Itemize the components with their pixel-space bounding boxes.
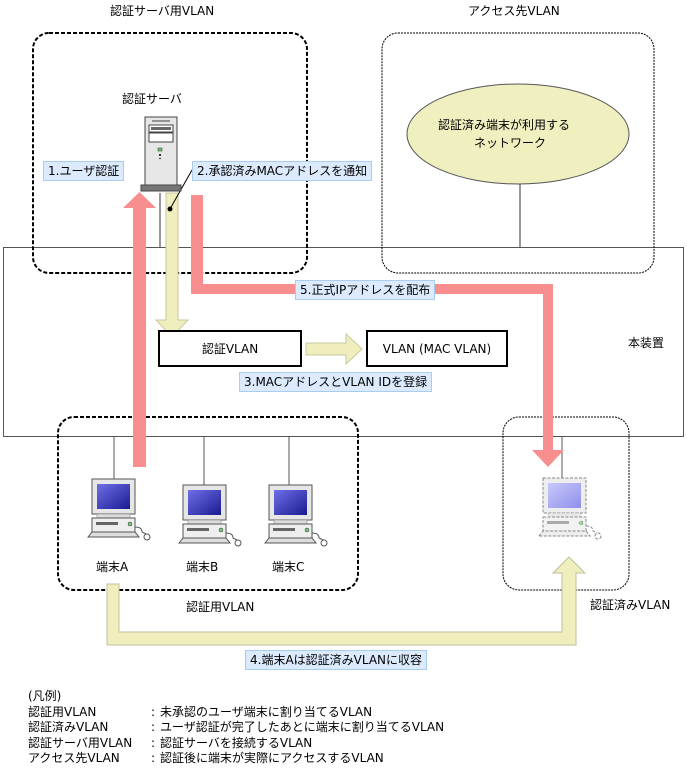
legend-desc: 未承認のユーザ端末に割り当てるVLAN: [160, 704, 373, 719]
arrow-step4: [106, 556, 587, 646]
legend-sep: :: [150, 704, 156, 719]
legend-title-text: (凡例): [28, 689, 62, 703]
device-box: [3, 247, 684, 437]
legend-sep: :: [150, 720, 156, 734]
title-device: 本装置: [628, 336, 665, 350]
legend-item: 認証サーバ用VLAN : 認証サーバを接続するVLAN: [28, 736, 444, 752]
authed-terminal-icon: [537, 477, 602, 540]
arrow-step3: [305, 332, 363, 366]
label2-dot: [167, 206, 173, 212]
title-authed-vlan: 認証済みVLAN: [590, 598, 671, 612]
legend-title: (凡例): [28, 689, 444, 705]
step1-label: 1.ユーザ認証: [43, 161, 125, 181]
legend-item: 認証用VLAN : 未承認のユーザ端末に割り当てるVLAN: [28, 705, 444, 721]
network-ellipse: [406, 83, 630, 185]
legend-term: 認証用VLAN: [28, 704, 97, 719]
title-auth-vlan: 認証用VLAN: [186, 600, 255, 614]
auth-vlan-region: [57, 416, 359, 591]
legend-term: 認証サーバ用VLAN: [28, 735, 133, 750]
auth-server-label: 認証サーバ: [122, 92, 182, 106]
title-access-vlan: アクセス先VLAN: [468, 4, 560, 18]
legend-desc: ユーザ認証が完了したあとに端末に割り当てるVLAN: [160, 720, 445, 734]
terminal-c-label: 端末C: [272, 560, 305, 574]
terminal-b-label: 端末B: [186, 560, 219, 574]
terminal-a-label: 端末A: [96, 560, 129, 574]
terminal-a-icon: [86, 478, 151, 541]
network-label-line1: 認証済み端末が利用する: [438, 118, 571, 132]
terminal-b-icon: [177, 484, 242, 547]
legend-term: 認証済みVLAN: [28, 720, 109, 734]
arrow-step1: [123, 192, 156, 467]
legend-desc: 認証後に端末が実際にアクセスするVLAN: [160, 751, 384, 765]
access-vlan-region: [381, 32, 655, 274]
legend-item: 認証済みVLAN : ユーザ認証が完了したあとに端末に割り当てるVLAN: [28, 720, 444, 736]
legend-sep: :: [150, 751, 156, 765]
network-label-line2: ネットワーク: [474, 136, 547, 150]
legend-sep: :: [150, 735, 156, 750]
server-icon: [140, 116, 182, 192]
title-auth-server-vlan: 認証サーバ用VLAN: [110, 4, 215, 18]
step2-label: 2.承認済みMACアドレスを通知: [192, 161, 373, 181]
step5-label: 5.正式IPアドレスを配布: [295, 280, 436, 300]
arrow-step2: [154, 192, 190, 338]
legend-item: アクセス先VLAN : 認証後に端末が実際にアクセスするVLAN: [28, 751, 444, 767]
auth-vlan-box: 認証VLAN: [158, 330, 302, 367]
legend-desc: 認証サーバを接続するVLAN: [160, 735, 313, 750]
mac-vlan-box: VLAN (MAC VLAN): [366, 330, 508, 367]
legend-term: アクセス先VLAN: [28, 751, 120, 765]
step4-label: 4.端末Aは認証済みVLANに収容: [245, 650, 428, 670]
step3-label: 3.MACアドレスとVLAN IDを登録: [239, 372, 433, 392]
terminal-c-icon: [263, 484, 328, 547]
legend: (凡例) 認証用VLAN : 未承認のユーザ端末に割り当てるVLAN 認証済みV…: [28, 689, 444, 767]
